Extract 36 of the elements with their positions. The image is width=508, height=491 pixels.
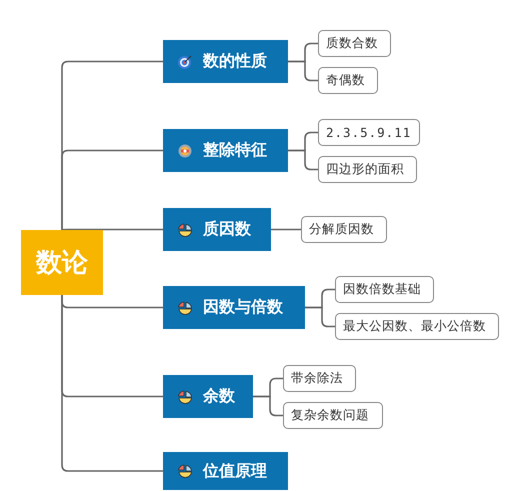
node-label: 因数倍数基础 xyxy=(343,281,421,298)
node-label: 最大公因数、最小公倍数 xyxy=(343,318,486,335)
node-label: 2.3.5.9.11 xyxy=(326,125,412,140)
node-label: 数的性质 xyxy=(203,51,267,72)
node-label: 整除特征 xyxy=(203,140,267,161)
node-label: 分解质因数 xyxy=(309,221,374,238)
subtopic-box xyxy=(335,276,434,303)
node-label: 奇偶数 xyxy=(326,72,365,89)
node-label: 余数 xyxy=(203,386,235,407)
connector-line xyxy=(271,228,301,230)
root-topic-box xyxy=(21,230,103,295)
topic-box xyxy=(163,375,253,418)
subtopic-box xyxy=(318,119,420,146)
node-label: 数论 xyxy=(36,247,88,280)
connector-line xyxy=(61,295,163,472)
subtopic-box xyxy=(301,216,387,243)
topic-box xyxy=(163,452,288,490)
node-label: 带余除法 xyxy=(291,370,343,387)
node-label: 复杂余数问题 xyxy=(291,407,369,424)
subtopic-box xyxy=(283,402,383,429)
topic-box xyxy=(163,286,305,329)
node-label: 质因数 xyxy=(203,219,251,240)
connector-line xyxy=(62,228,163,231)
topic-box xyxy=(163,40,288,83)
subtopic-box xyxy=(318,156,417,183)
subtopic-box xyxy=(318,67,378,94)
node-label: 四边形的面积 xyxy=(326,161,404,178)
node-label: 质数合数 xyxy=(326,35,378,52)
subtopic-box xyxy=(318,30,391,57)
node-label: 位值原理 xyxy=(203,460,267,482)
node-label: 因数与倍数 xyxy=(203,297,283,318)
topic-box xyxy=(163,208,271,251)
topic-box xyxy=(163,129,288,172)
subtopic-box xyxy=(335,313,499,340)
subtopic-box xyxy=(283,365,356,392)
connector-line xyxy=(61,150,163,230)
